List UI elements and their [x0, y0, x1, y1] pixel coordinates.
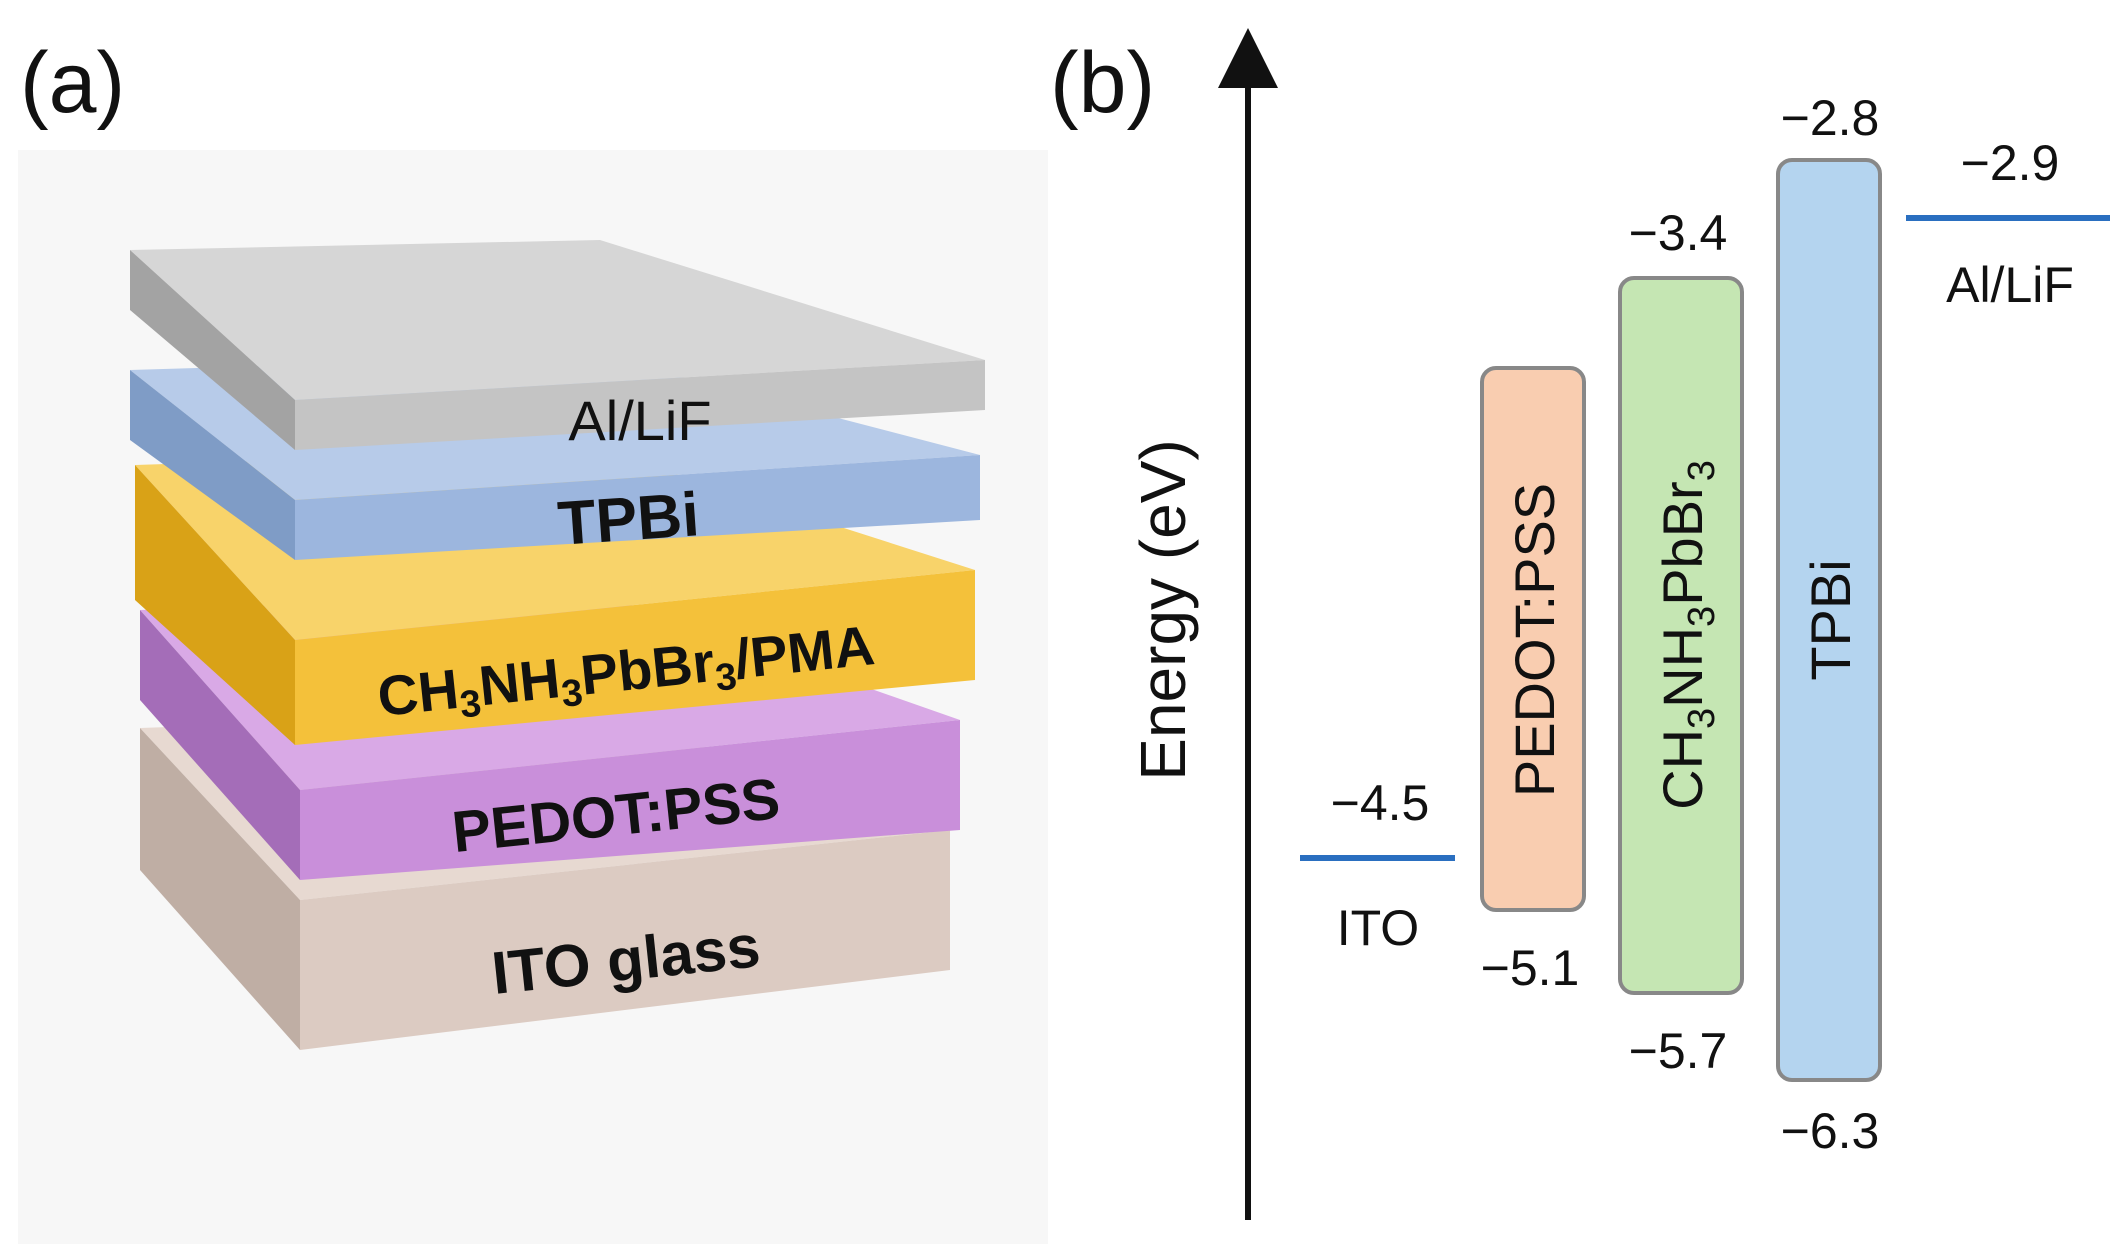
electrode-al-lif: −2.9 Al/LiF: [1906, 135, 2110, 313]
panel-a: (a) ITO glass PEDOT:PSS CH3NH3PbBr3/PMA: [18, 35, 1048, 1244]
panel-b-tag: (b): [1050, 35, 1155, 131]
al-lif-level-value: −2.9: [1961, 135, 2060, 191]
layer-label-al-lif: Al/LiF: [568, 389, 711, 452]
pedot-pss-band-label: PEDOT:PSS: [1503, 483, 1566, 797]
perovskite-band-label: CH3NH3PbBr3: [1651, 460, 1723, 810]
perovskite-band-box: [1618, 276, 1744, 995]
band-perovskite: −3.4 CH3NH3PbBr3 −5.7: [1618, 205, 1744, 1079]
energy-axis-label: Energy (eV): [1127, 439, 1199, 780]
tpbi-band-label: TPBi: [1799, 559, 1862, 680]
tpbi-top-value: −2.8: [1781, 90, 1880, 146]
perovskite-top-value: −3.4: [1629, 205, 1728, 261]
layer-al-lif: Al/LiF: [130, 240, 985, 452]
ito-name: ITO: [1337, 900, 1419, 956]
panel-b: (b) Energy (eV) −4.5 ITO PEDOT:PSS −5.1 …: [1050, 28, 2110, 1220]
pedot-pss-level-value: −5.1: [1481, 940, 1580, 996]
layer-label-tpbi: TPBi: [556, 480, 702, 559]
pedot-pss-band-box: [1480, 366, 1586, 912]
al-lif-name: Al/LiF: [1946, 257, 2074, 313]
band-pedot-pss: PEDOT:PSS −5.1: [1480, 366, 1586, 996]
electrode-ito: −4.5 ITO: [1300, 775, 1455, 956]
tpbi-bottom-value: −6.3: [1781, 1103, 1880, 1159]
band-tpbi: −2.8 TPBi −6.3: [1776, 90, 1882, 1159]
panel-a-tag: (a): [20, 35, 125, 131]
tpbi-band-box: [1776, 158, 1882, 1082]
perovskite-bottom-value: −5.7: [1629, 1023, 1728, 1079]
ito-level-value: −4.5: [1331, 775, 1430, 831]
